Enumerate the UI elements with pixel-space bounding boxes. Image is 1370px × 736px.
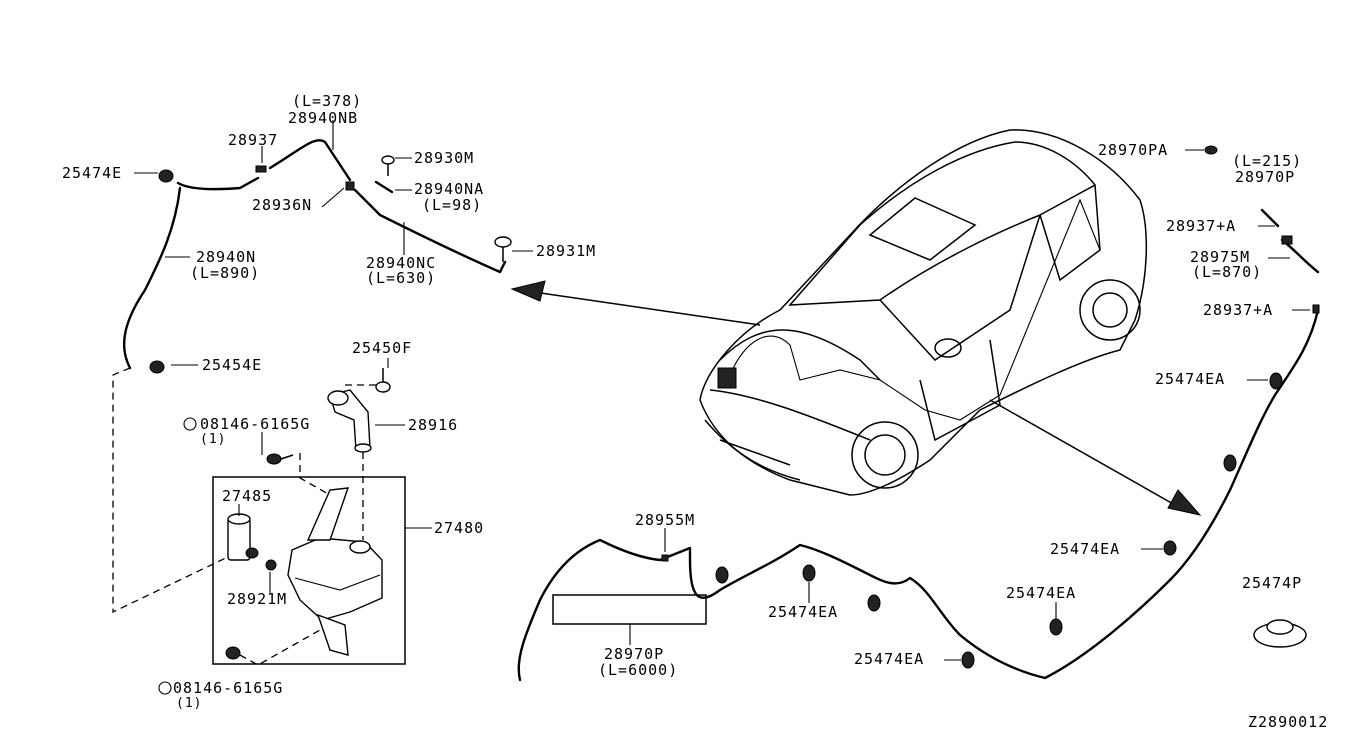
label-25474e: 25474E bbox=[62, 164, 122, 182]
clip-rear-2 bbox=[802, 564, 816, 582]
car-illustration bbox=[510, 129, 1202, 516]
plug-25474p bbox=[1253, 619, 1307, 648]
label-l630: (L=630) bbox=[366, 269, 436, 287]
clip-25474e bbox=[158, 169, 174, 183]
label-l870: (L=870) bbox=[1192, 263, 1262, 281]
label-28936n: 28936N bbox=[252, 196, 312, 214]
label-bolt-top: 08146-6165G bbox=[200, 415, 310, 433]
label-l890: (L=890) bbox=[190, 264, 260, 282]
rear-washer-hose bbox=[517, 145, 1320, 682]
label-28940nc: 28940NC bbox=[366, 254, 436, 272]
clip-rear-4 bbox=[961, 651, 975, 669]
pump-27485 bbox=[227, 513, 259, 561]
label-28975m: 28975M bbox=[1190, 248, 1250, 266]
washer-reservoir-assembly bbox=[212, 358, 432, 666]
label-l6000: (L=6000) bbox=[598, 661, 678, 679]
label-25474p: 25474P bbox=[1242, 574, 1302, 592]
label-28916: 28916 bbox=[408, 416, 458, 434]
nozzle-28930m bbox=[381, 155, 395, 176]
label-28970p-top: 28970P bbox=[1235, 168, 1295, 186]
clip-rear-1 bbox=[715, 566, 729, 584]
label-25474ea-4: 25474EA bbox=[1050, 540, 1120, 558]
cap-25450f bbox=[375, 368, 391, 393]
label-bolt-bottom: 08146-6165G bbox=[173, 679, 283, 697]
rear-nozzle-28970pa bbox=[1204, 145, 1218, 155]
clip-rear-6 bbox=[1163, 540, 1177, 556]
label-l378: (L=378) bbox=[292, 92, 362, 110]
label-28937a-2: 28937+A bbox=[1203, 301, 1273, 319]
bolt-bottom bbox=[225, 646, 241, 660]
bolt-top bbox=[266, 453, 294, 465]
filler-tube-28916 bbox=[327, 389, 372, 453]
front-washer-hoses bbox=[112, 120, 533, 614]
label-28937: 28937 bbox=[228, 131, 278, 149]
label-28930m: 28930M bbox=[414, 149, 474, 167]
clip-25454e bbox=[149, 360, 165, 374]
label-l215: (L=215) bbox=[1232, 152, 1302, 170]
label-25474ea-2: 25474EA bbox=[854, 650, 924, 668]
label-l98: (L=98) bbox=[422, 196, 482, 214]
label-25474ea-1: 25474EA bbox=[768, 603, 838, 621]
label-28937a-1: 28937+A bbox=[1166, 217, 1236, 235]
label-28921m: 28921M bbox=[227, 590, 287, 608]
label-28931m: 28931M bbox=[536, 242, 596, 260]
clip-rear-8 bbox=[1269, 372, 1283, 390]
clip-rear-7 bbox=[1223, 454, 1237, 472]
label-28940na: 28940NA bbox=[414, 180, 484, 198]
nozzle-28931m bbox=[494, 236, 512, 262]
label-25454e: 25454E bbox=[202, 356, 262, 374]
label-27480: 27480 bbox=[434, 519, 484, 537]
label-28940n: 28940N bbox=[196, 248, 256, 266]
clip-rear-5 bbox=[1049, 618, 1063, 636]
label-25450f: 25450F bbox=[352, 339, 412, 357]
diagram-id: Z2890012 bbox=[1248, 713, 1328, 731]
label-28970pa: 28970PA bbox=[1098, 141, 1168, 159]
label-25474ea-3: 25474EA bbox=[1006, 584, 1076, 602]
clip-rear-3 bbox=[867, 594, 881, 612]
label-bolt-bottom-qty: (1) bbox=[176, 696, 202, 711]
label-28940nb: 28940NB bbox=[288, 109, 358, 127]
label-28970p-bottom: 28970P bbox=[604, 645, 664, 663]
label-28955m: 28955M bbox=[635, 511, 695, 529]
label-25474ea-5: 25474EA bbox=[1155, 370, 1225, 388]
part-labels: (L=378) 28940NB 28937 28930M 25474E 2894… bbox=[62, 92, 1328, 731]
label-bolt-top-qty: (1) bbox=[200, 432, 226, 447]
label-27485: 27485 bbox=[222, 487, 272, 505]
